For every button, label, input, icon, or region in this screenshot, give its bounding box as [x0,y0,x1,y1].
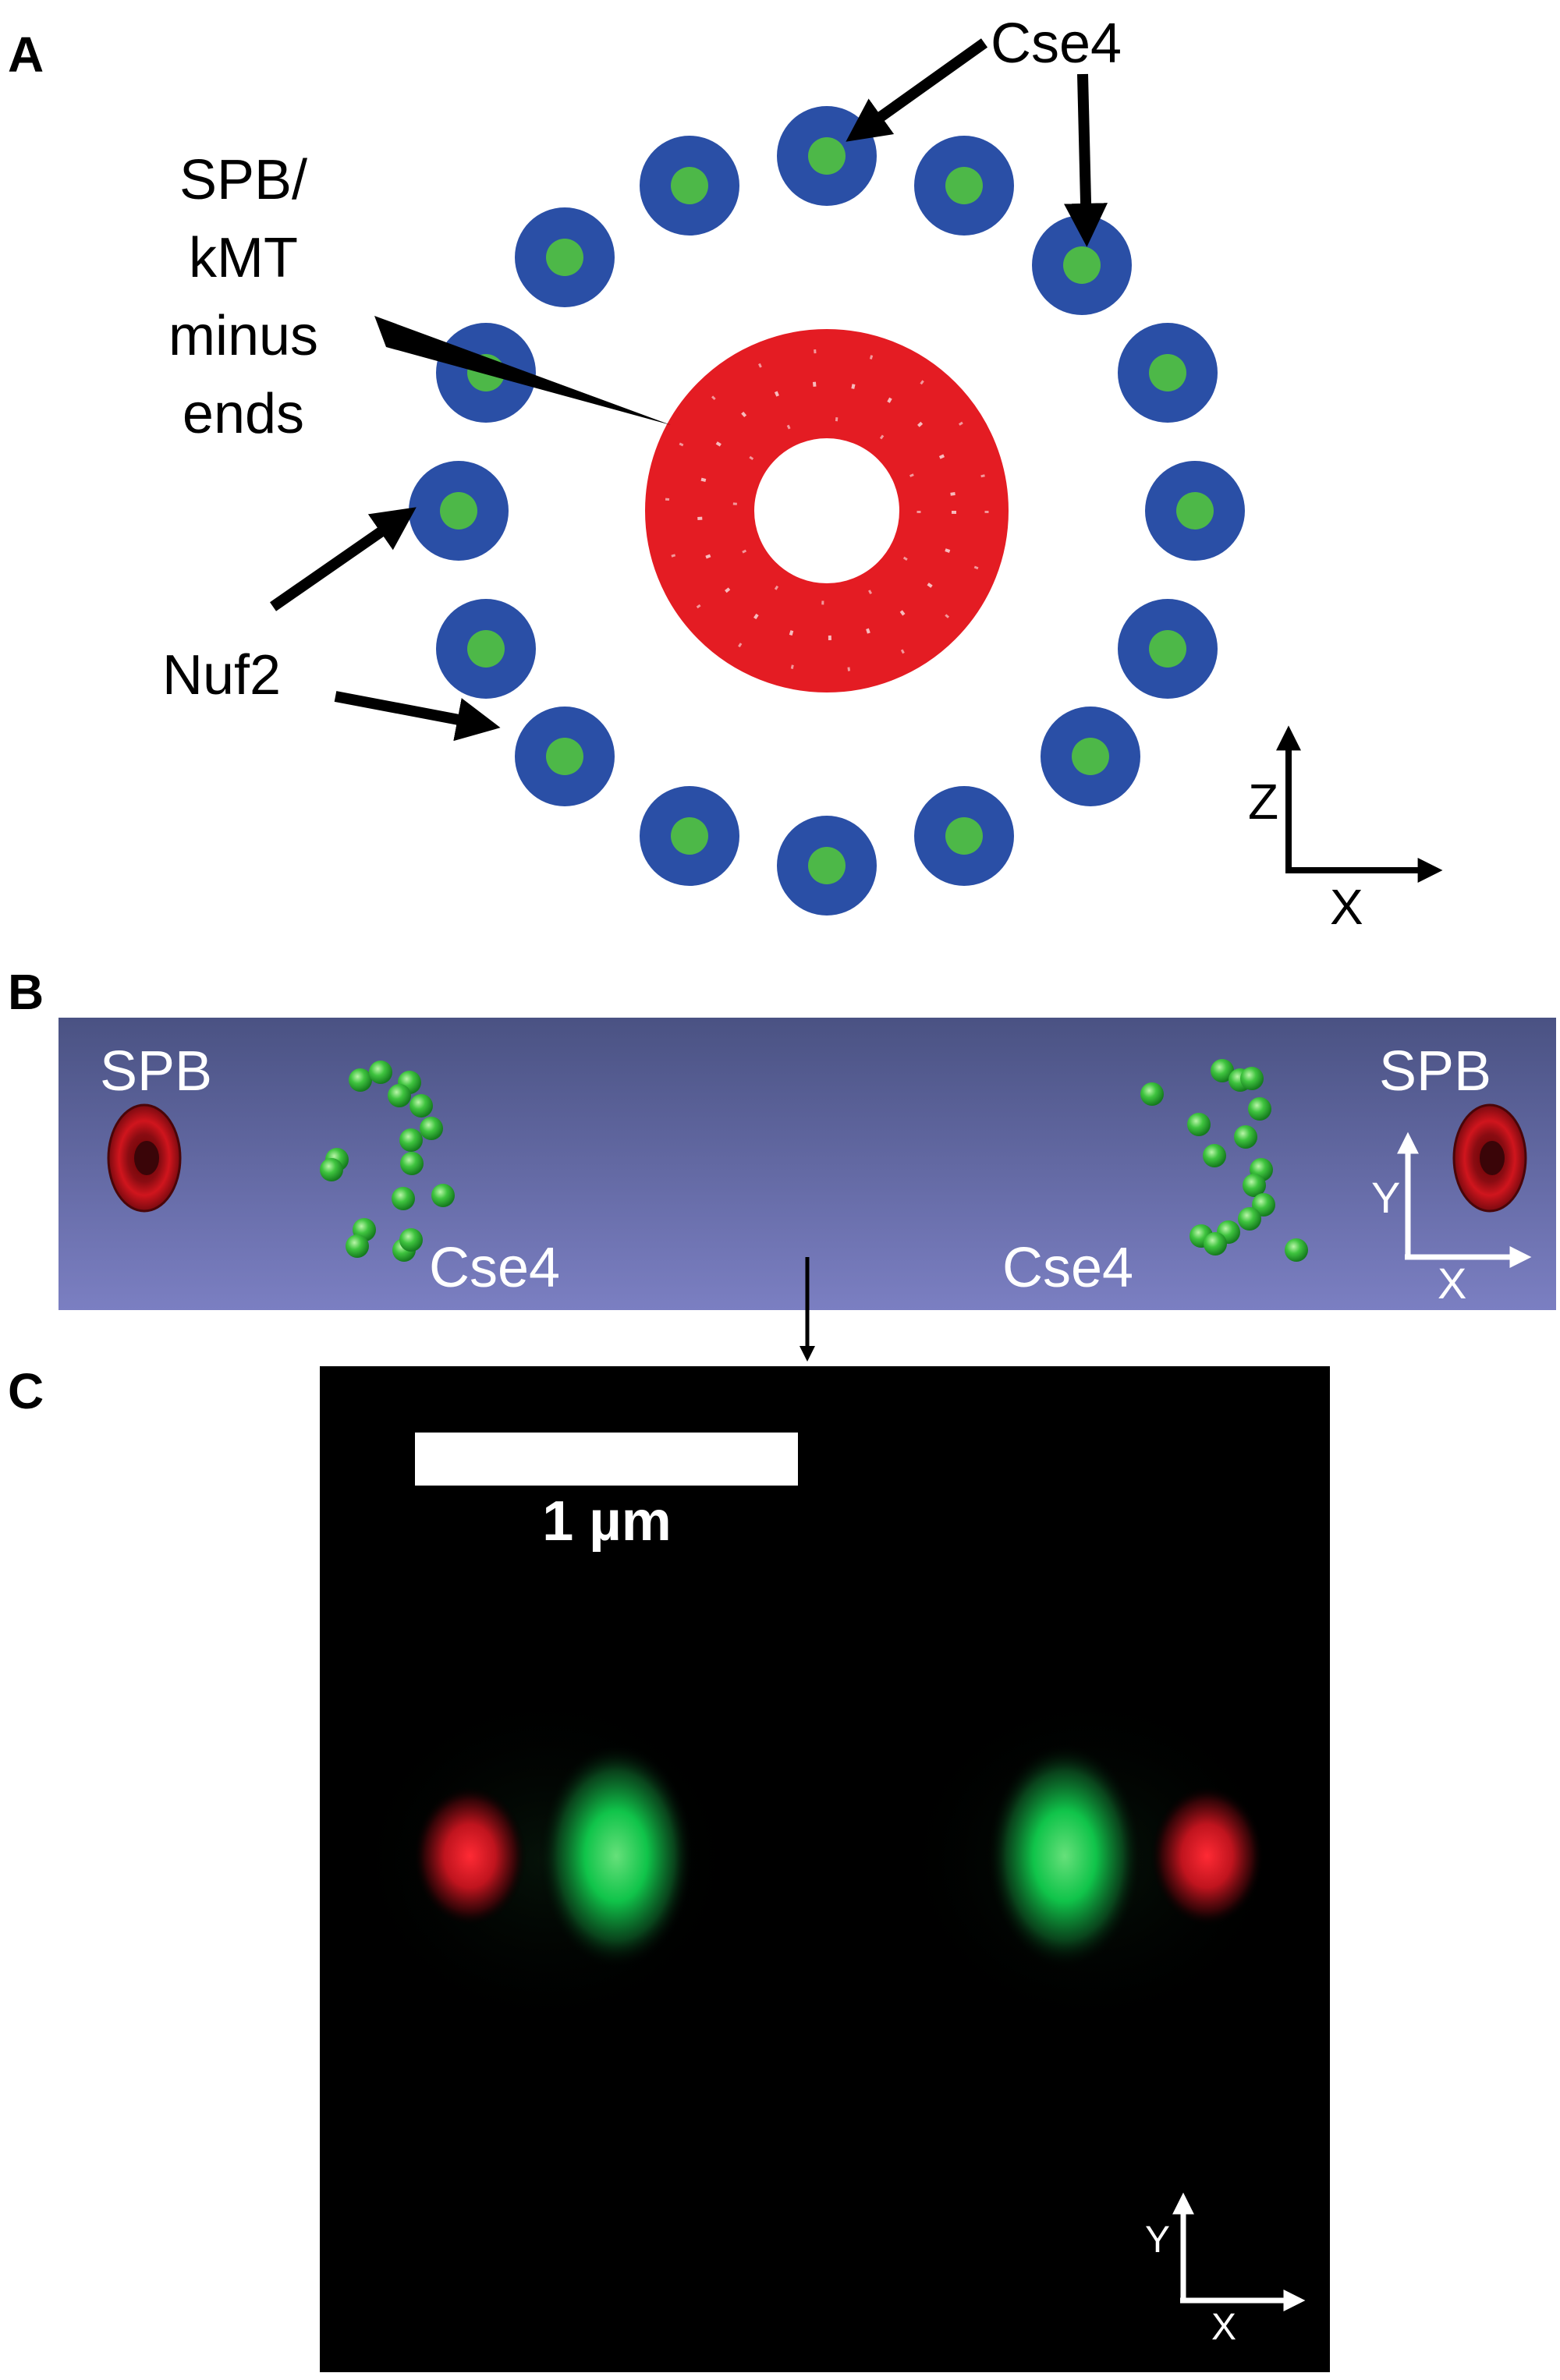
kinetochore [515,707,615,806]
panel-a-diagram: Cse4 SPB/ kMT minus ends Nuf2 Z X [162,12,1443,935]
kinetochore-ring [409,106,1245,916]
axis-label-x: X [1211,2307,1236,2348]
axis-label-x: X [1330,879,1363,935]
panel-b-diagram: SPB SPB Cse4 Cse4 Y X [58,1018,1556,1362]
axes-yx-c: Y X [1145,2192,1306,2348]
spb-ring-texture-inner [732,416,921,605]
cse4-bead [400,1152,424,1175]
spb-right [1452,1103,1527,1213]
label-cse4: Cse4 [991,12,1122,75]
kinetochore [436,599,536,699]
red-spot-right [1150,1786,1264,1926]
kinetochore [1118,599,1218,699]
cse4-bead [1285,1238,1308,1262]
cse4-bead [1243,1174,1266,1197]
cse4-bead [410,1094,433,1117]
kinetochore [1118,323,1218,423]
label-spb-line1: SPB/ [179,149,307,211]
axis-label-x: X [1438,1259,1466,1308]
spb-ring-texture-outer [665,349,989,673]
cse4-bead [420,1117,443,1140]
kinetochore [409,461,509,561]
cse4-bead [392,1187,415,1210]
label-spb-line4: ends [183,383,304,445]
cse4-bead [431,1184,455,1207]
cse4-bead [1240,1067,1264,1090]
cse4-bead [320,1158,343,1181]
cse4-bead [1211,1059,1234,1082]
axis-label-z: Z [1248,774,1278,830]
cse4-bead [1140,1082,1164,1106]
cse4-bead [1238,1207,1261,1231]
cse4-bead [1203,1144,1226,1167]
label-spb-left: SPB [100,1040,212,1103]
spb-ring [645,329,1009,692]
label-spb-right: SPB [1379,1040,1491,1103]
kinetochore [777,106,877,206]
green-spot-left [538,1743,694,1969]
cse4-cluster-right [1140,1059,1308,1262]
axis-label-y: Y [1371,1173,1400,1222]
arrow-spb-wedge [374,316,671,425]
axis-label-y: Y [1145,2219,1170,2261]
scale-bar [412,1429,801,1489]
kinetochore [640,786,739,886]
label-cse4-right: Cse4 [1002,1237,1133,1299]
scale-bar-label: 1 µm [542,1490,672,1553]
label-nuf2: Nuf2 [162,644,281,707]
axes-yx-b: Y X [1371,1132,1532,1308]
spb-left [107,1103,182,1213]
cse4-bead [399,1228,423,1252]
label-cse4-left: Cse4 [429,1237,560,1299]
red-spot-left [413,1786,526,1926]
kinetochore [777,816,877,916]
cse4-bead [399,1128,423,1152]
panel-c-image: 1 µm Y X [320,1366,1330,2372]
panel-c-label: C [8,1363,44,1419]
axes-zx: Z X [1248,725,1443,935]
cse4-bead [349,1068,372,1092]
arrow-nuf2-lower [334,691,501,742]
cse4-cluster-left [320,1061,455,1262]
cse4-bead [1234,1125,1257,1149]
cse4-bead [1204,1232,1227,1256]
spb-ring-texture [697,381,956,640]
label-spb-line3: minus [168,305,318,367]
panel-a-label: A [8,27,44,83]
cse4-bead [1187,1113,1211,1136]
cse4-bead [346,1234,369,1258]
kinetochore [914,786,1014,886]
green-spot-right [987,1743,1143,1969]
cse4-bead [1248,1097,1271,1121]
arrow-cse4-right [1064,73,1108,247]
cse4-bead [369,1061,392,1084]
label-spb-line2: kMT [189,227,298,289]
kinetochore [515,207,615,307]
kinetochore [1145,461,1245,561]
arrow-nuf2-upper [270,507,417,611]
cse4-bead [388,1084,411,1107]
kinetochore [640,136,739,236]
panel-b-label: B [8,964,44,1020]
kinetochore [914,136,1014,236]
arrow-cse4-top [846,38,988,142]
kinetochore [1041,707,1140,806]
